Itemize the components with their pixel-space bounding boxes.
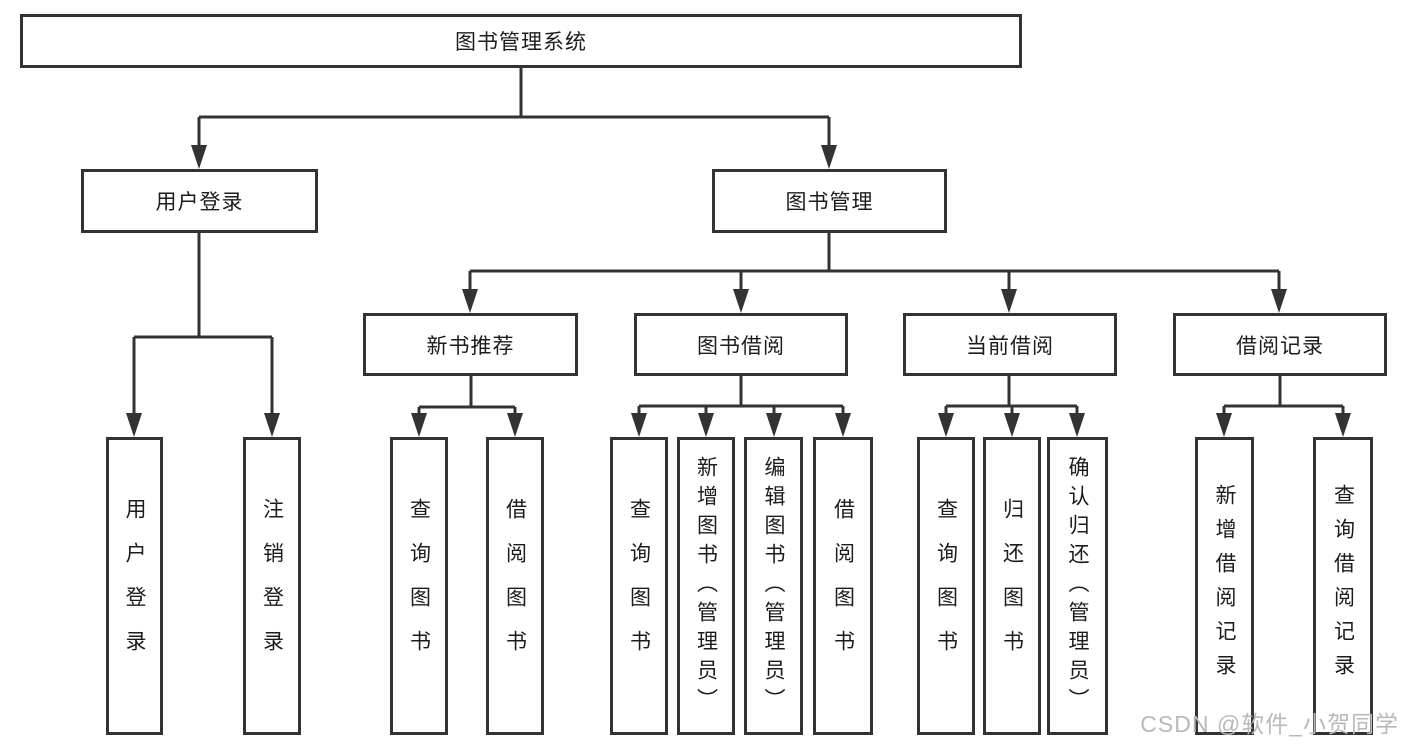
leaf-add-books-admin: 新增图书（管理员）: [677, 437, 735, 735]
node-label: 查询图书: [934, 498, 958, 674]
leaf-query-books-recommend: 查询图书: [390, 437, 448, 735]
node-label: 新增图书（管理员）: [694, 455, 718, 717]
node-label: 新书推荐: [426, 334, 515, 358]
leaf-query-books-borrow: 查询图书: [610, 437, 668, 735]
node-label: 注销登录: [260, 498, 284, 674]
node-book-borrowing: 图书借阅: [634, 313, 848, 376]
node-label: 查询图书: [407, 498, 431, 674]
node-current-borrowing: 当前借阅: [903, 313, 1117, 376]
node-label: 借阅图书: [503, 498, 527, 674]
node-borrowing-records: 借阅记录: [1173, 313, 1387, 376]
node-label: 查询借阅记录: [1331, 484, 1355, 688]
node-label: 查询图书: [627, 498, 651, 674]
leaf-confirm-return-admin: 确认归还（管理员）: [1047, 437, 1108, 735]
node-label: 图书管理系统: [455, 31, 587, 54]
node-label: 确认归还（管理员）: [1066, 455, 1089, 717]
leaf-user-login: 用户登录: [106, 437, 163, 735]
leaf-edit-books-admin: 编辑图书（管理员）: [744, 437, 803, 735]
node-book-management: 图书管理: [712, 169, 947, 233]
node-root-system: 图书管理系统: [20, 14, 1022, 68]
leaf-add-borrow-record: 新增借阅记录: [1195, 437, 1254, 735]
leaf-return-books: 归还图书: [983, 437, 1041, 735]
node-new-book-recommendation: 新书推荐: [363, 313, 578, 376]
node-label: 图书管理: [785, 191, 874, 214]
leaf-query-borrow-record: 查询借阅记录: [1313, 437, 1373, 735]
leaf-borrow-books: 借阅图书: [813, 437, 873, 735]
node-label: 借阅记录: [1236, 334, 1324, 358]
node-label: 当前借阅: [966, 334, 1054, 358]
watermark: CSDN @软件_小贺同学: [1140, 711, 1399, 737]
node-label: 用户登录: [155, 191, 244, 214]
node-user-login: 用户登录: [81, 169, 318, 233]
leaf-query-books-current: 查询图书: [917, 437, 975, 735]
node-label: 编辑图书（管理员）: [762, 455, 785, 717]
node-label: 归还图书: [1000, 498, 1024, 674]
node-label: 新增借阅记录: [1213, 484, 1236, 688]
node-label: 图书借阅: [697, 334, 785, 358]
node-label: 用户登录: [123, 498, 146, 674]
node-label: 借阅图书: [831, 498, 855, 674]
leaf-borrow-books-recommend: 借阅图书: [486, 437, 544, 735]
leaf-logout: 注销登录: [243, 437, 301, 735]
